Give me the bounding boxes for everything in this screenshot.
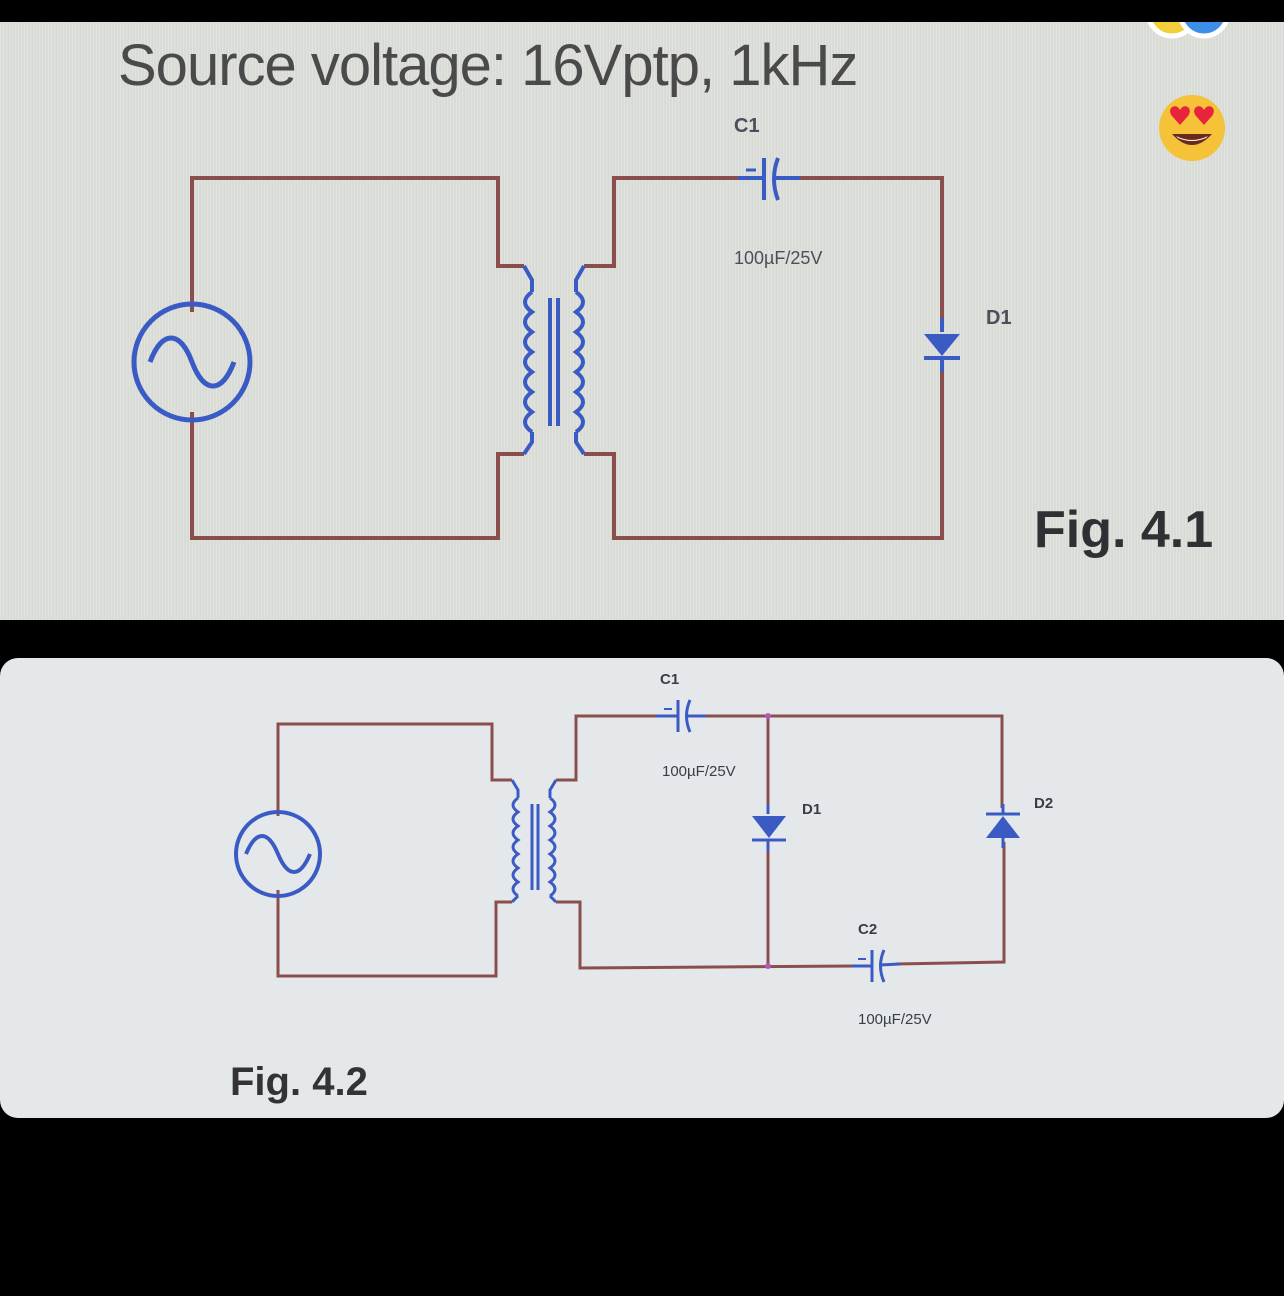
figure-4-1-panel: Source voltage: 16Vptp, 1kHz bbox=[0, 22, 1284, 620]
figure-4-2-panel: C1 100µF/25V D1 D2 C2 100µF/25V Fig bbox=[0, 658, 1284, 1118]
circuit-fig-4-2: C1 100µF/25V D1 D2 C2 100µF/25V bbox=[234, 671, 1053, 1028]
ac-source-icon bbox=[131, 301, 253, 423]
figure-4-2-caption: Fig. 4.2 bbox=[230, 1060, 368, 1104]
d1-label: D1 bbox=[802, 801, 821, 818]
status-badge-icon bbox=[1147, 22, 1229, 39]
d1-label: D1 bbox=[986, 307, 1012, 329]
c1-label: C1 bbox=[660, 671, 679, 688]
diode-icon bbox=[924, 318, 960, 372]
capacitor-icon bbox=[852, 949, 901, 983]
ac-source-icon bbox=[234, 810, 322, 898]
figure-4-1-caption: Fig. 4.1 bbox=[1034, 501, 1214, 559]
capacitor-icon bbox=[738, 157, 800, 201]
c1-label: C1 bbox=[734, 115, 760, 137]
c1-value: 100µF/25V bbox=[662, 763, 736, 780]
circuit-fig-4-1: C1 100µF/25V D1 bbox=[131, 115, 1012, 540]
fig2-wires bbox=[276, 714, 1006, 978]
diode-icon bbox=[752, 804, 786, 852]
source-voltage-title: Source voltage: 16Vptp, 1kHz bbox=[118, 33, 858, 98]
transformer-icon bbox=[522, 265, 586, 456]
c1-value: 100µF/25V bbox=[734, 248, 822, 268]
capacitor-icon bbox=[656, 699, 706, 733]
c2-label: C2 bbox=[858, 921, 877, 938]
primary-loop-wires bbox=[190, 176, 944, 540]
transformer-icon bbox=[510, 779, 558, 904]
heart-eyes-emoji-icon bbox=[1159, 95, 1225, 161]
c2-value: 100µF/25V bbox=[858, 1011, 932, 1028]
diode-icon bbox=[986, 804, 1020, 848]
d2-label: D2 bbox=[1034, 795, 1053, 812]
